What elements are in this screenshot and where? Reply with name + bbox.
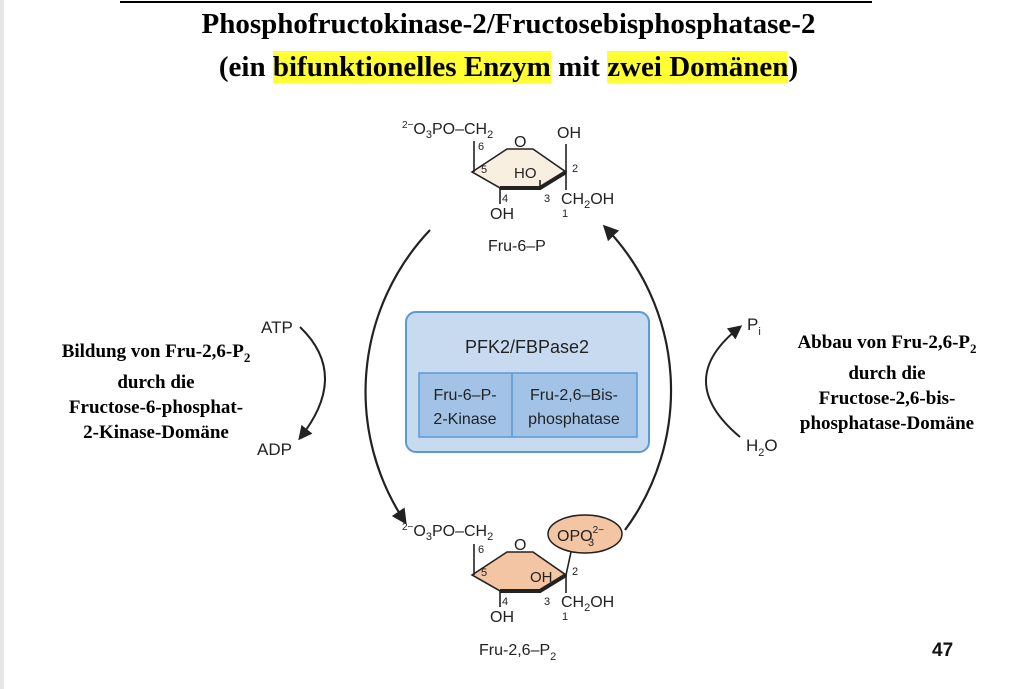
title-text-1: Phosphofructokinase-2/Fructosebisphospha…: [201, 8, 816, 40]
right-label-line-1: Abbau von Fru-2,6-P2: [760, 330, 1014, 361]
svg-text:4: 4: [502, 596, 508, 608]
right-label-sub: 2: [970, 340, 977, 356]
left-label: Bildung von Fru-2,6-P2 durch die Fructos…: [22, 339, 290, 445]
kinase-domain-line-2: 2-Kinase: [433, 411, 496, 428]
fru-2-6-p2-ch2oh: CH2OH: [561, 594, 614, 614]
left-label-line-2: durch die: [117, 371, 195, 393]
phosphate-group-ellipse: [547, 514, 623, 554]
svg-text:5: 5: [481, 164, 487, 176]
kinase-domain-line-1: Fru-6–P-: [433, 387, 496, 404]
fru-6-p-oh-c4: OH: [490, 206, 514, 223]
enzyme-name: PFK2/FBPase2: [465, 337, 589, 357]
svg-text:4: 4: [502, 193, 508, 205]
svg-text:3: 3: [544, 596, 550, 608]
page-number: 47: [932, 640, 954, 661]
highlight-bifunctional: bifunktionelles Enzym: [272, 51, 551, 83]
title-line-2: (ein bifunktionelles Enzym mit zwei Domä…: [0, 51, 1017, 84]
h2o-pi-arrow: [705, 325, 743, 438]
left-label-line-1: Bildung von Fru-2,6-P2: [22, 339, 290, 370]
left-label-line-4: 2-Kinase-Domäne: [83, 421, 229, 443]
svg-text:2−O3PO–CH2: 2−O3PO–CH2: [402, 522, 493, 543]
fru-2-6-p2-oh-c3: OH: [530, 569, 553, 586]
h2o-label: H2O: [746, 436, 778, 459]
fru-6-p-ring-oxygen: O: [514, 134, 526, 151]
left-label-sub: 2: [243, 349, 251, 365]
title-open: (ein: [218, 51, 273, 83]
svg-text:1: 1: [562, 208, 568, 220]
fru-6-p-ho-c3: HO: [514, 165, 537, 182]
svg-text:3: 3: [544, 193, 550, 205]
fru-2-6-p2-label: Fru-2,6–P2: [479, 642, 556, 663]
left-label-text-1: Bildung von Fru-2,6-P: [61, 341, 244, 362]
atp-label: ATP: [261, 318, 293, 337]
right-label-text-1: Abbau von Fru-2,6-P: [797, 332, 971, 353]
svg-text:2: 2: [572, 566, 578, 578]
adp-label: ADP: [257, 440, 292, 459]
right-label-line-2: durch die: [848, 362, 926, 384]
pi-label: Pi: [747, 315, 761, 338]
right-cycle-arrow: [602, 224, 673, 531]
svg-text:2−O3PO–CH2: 2−O3PO–CH2: [402, 120, 493, 141]
left-cycle-arrow: [364, 229, 431, 525]
highlight-two-domains: zwei Domänen: [607, 51, 789, 83]
fru-6-p-oh-c2: OH: [557, 125, 581, 142]
right-label-line-4: phosphatase-Domäne: [799, 412, 975, 434]
fru-6-p-label: Fru-6–P: [488, 238, 546, 255]
svg-text:2: 2: [572, 163, 578, 175]
phosphatase-domain-line-2: phosphatase: [528, 411, 620, 428]
title-mid: mit: [550, 51, 608, 83]
fru-2-6-p2-oh-c4: OH: [490, 609, 514, 626]
fru-2-6-p2-opo3: OPO2−3: [557, 525, 604, 549]
title-line-1: Phosphofructokinase-2/Fructosebisphospha…: [0, 8, 1017, 41]
svg-text:6: 6: [478, 544, 484, 556]
right-label: Abbau von Fru-2,6-P2 durch die Fructose-…: [760, 330, 1014, 436]
title-close: ): [788, 51, 799, 83]
fru-2-6-p2-ring-front: [500, 573, 568, 593]
svg-text:5: 5: [481, 567, 487, 579]
right-label-line-3: Fructose-2,6-bis-: [818, 387, 956, 409]
phosphatase-domain-line-1: Fru-2,6–Bis-: [530, 387, 618, 404]
svg-text:1: 1: [562, 611, 568, 623]
fru-6-p-ch2oh: CH2OH: [561, 191, 614, 211]
enzyme-domains: [418, 372, 638, 438]
left-label-line-3: Fructose-6-phosphat-: [68, 396, 244, 418]
atp-adp-arrow: [298, 326, 326, 441]
fru-6-p-molecule: 2−O3PO–CH2 O OH HO OH CH2OH 1 2 3 4 5 6 …: [402, 120, 614, 255]
fru-2-6-p2-ring-oxygen: O: [514, 537, 526, 554]
left-edge-strip: [0, 0, 4, 689]
svg-text:6: 6: [478, 141, 484, 153]
fru-2-6-p2-molecule: 2−O3PO–CH2 O OPO2−3 OH OH CH2OH 1 2 3 4 …: [402, 514, 623, 663]
